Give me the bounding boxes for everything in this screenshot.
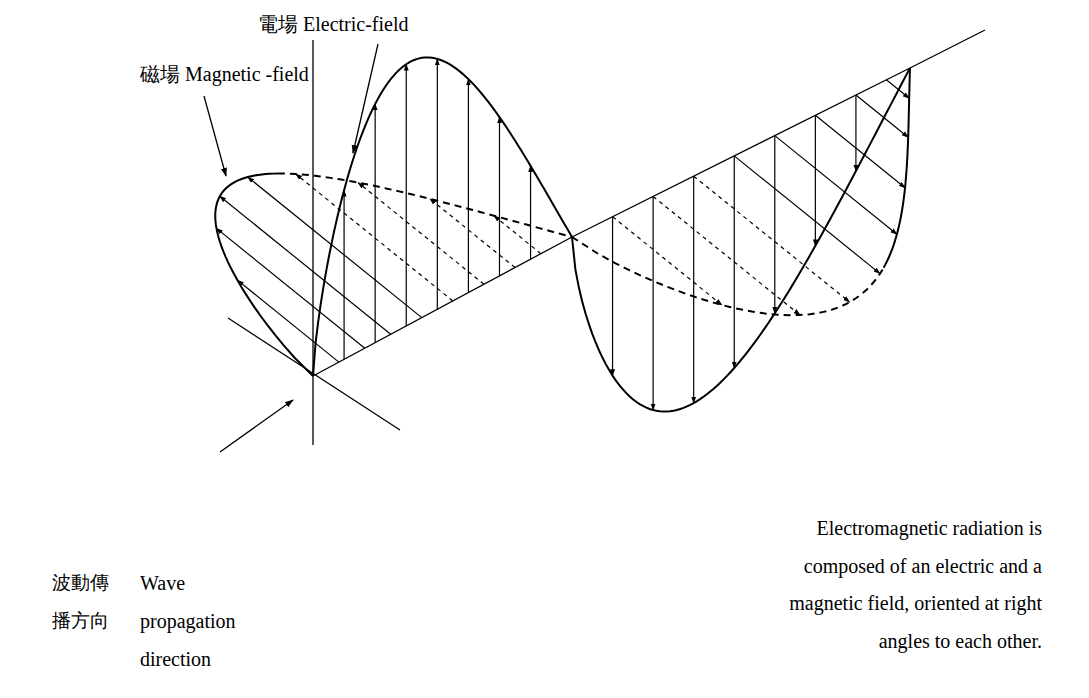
electric-vector [774,136,775,314]
magnetic-vector [694,176,850,302]
magnetic-vector [856,95,908,137]
magnetic-wave [215,174,313,376]
caption-text: Electromagnetic radiation is composed of… [784,510,1042,660]
propagation-arrow [220,400,293,452]
magnetic-wave [572,237,884,315]
vertical-axis [312,40,313,445]
electric-vector [855,95,856,171]
magnetic-vector [653,196,800,315]
field-label: 電場 Electric-field [258,12,409,37]
magnetic-wave [884,68,910,268]
magnetic-vector [358,183,484,285]
electric-vector [499,117,500,276]
field-label: 磁場 Magnetic -field [140,62,309,87]
magnetic-vector [248,177,422,318]
electric-wave [313,57,910,411]
electric-vector [530,166,531,259]
electric-vector [375,104,376,343]
magnetic-vector [220,196,391,334]
leader-arrow [204,96,226,176]
electric-vector [437,59,438,309]
electric-vector [612,217,613,376]
electric-vector [468,79,469,292]
direction-label: 波動傳 播方向 [52,564,115,640]
electric-vector [734,156,735,368]
magnetic-vector [815,115,905,187]
electric-vector [815,115,816,245]
electric-vector [693,176,694,403]
electric-vector [653,196,654,410]
magnetic-vector [296,174,453,301]
magnetic-vector [886,80,909,98]
leader-arrow [353,44,378,153]
magnetic-vector [734,156,880,274]
magnetic-vector [775,136,897,235]
wave-group [215,57,910,411]
electric-vector [343,190,344,359]
propagation-axis [313,30,985,376]
magnetic-wave [278,174,572,237]
electric-vector [406,64,407,326]
magnetic-vector [613,217,722,305]
direction-label: Wave propagation direction [140,564,260,678]
magnetic-vector [216,228,364,348]
